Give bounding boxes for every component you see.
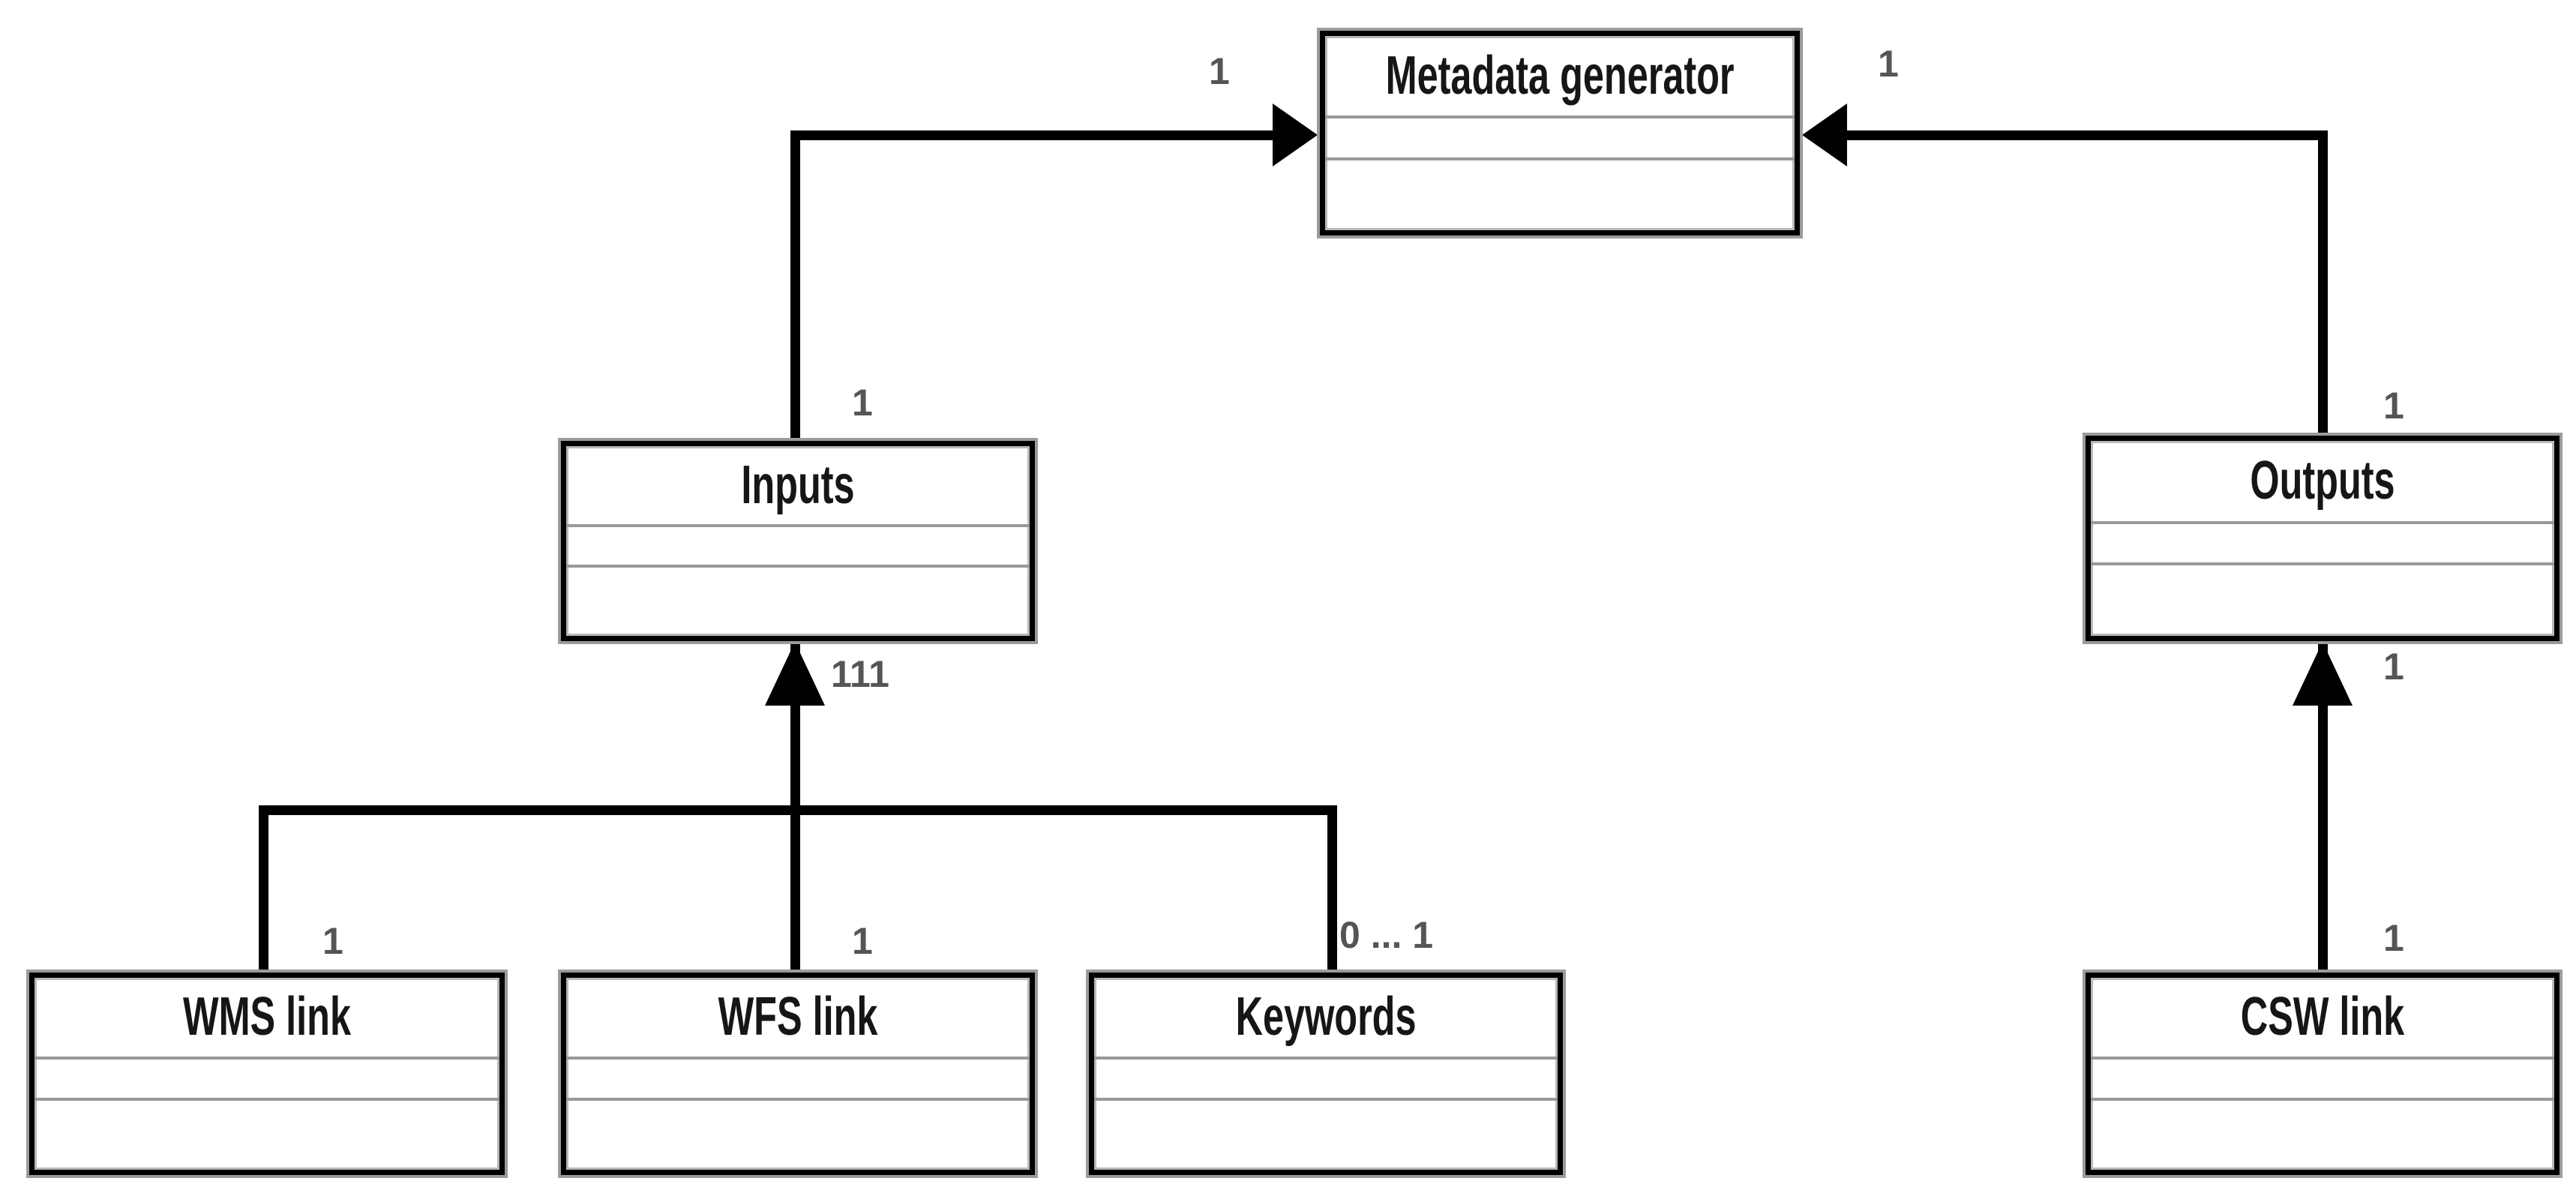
class-box-outputs: Outputs (2083, 433, 2563, 644)
operations-compartment-wms-link (34, 1101, 499, 1170)
class-box-csw-link: CSW link (2083, 970, 2563, 1178)
attributes-compartment-outputs (2091, 520, 2554, 566)
edge-inputs-to-metadata-vertical (790, 130, 800, 442)
class-title-wms-link: WMS link (183, 987, 351, 1048)
attributes-compartment-wfs-link (566, 1056, 1030, 1101)
attributes-compartment-wms-link (34, 1056, 499, 1101)
operations-compartment-csw-link (2091, 1101, 2554, 1170)
class-title-outputs: Outputs (2250, 451, 2395, 511)
multiplicity-label-near-csw-link: 1 (2383, 917, 2404, 959)
edge-csw-to-outputs-vertical (2318, 642, 2328, 973)
class-title-csw-link: CSW link (2240, 987, 2405, 1048)
multiplicity-label-near-wfs-link: 1 (852, 920, 873, 962)
multiplicity-label-children-to-inputs-near-inputs: 111 (831, 653, 889, 695)
title-compartment-outputs: Outputs (2091, 441, 2554, 521)
title-compartment-wfs-link: WFS link (566, 978, 1030, 1057)
multiplicity-label-near-wms-link: 1 (322, 920, 343, 962)
class-box-inputs: Inputs (558, 438, 1038, 644)
arrowhead-into-metadata-left-icon (1273, 103, 1318, 166)
operations-compartment-inputs (566, 568, 1030, 636)
arrowhead-into-metadata-right-icon (1802, 103, 1847, 166)
edge-inputs-to-metadata-horizontal (790, 130, 1273, 140)
title-compartment-metadata-generator: Metadata generator (1325, 36, 1795, 115)
class-title-metadata-generator: Metadata generator (1385, 46, 1735, 106)
title-compartment-csw-link: CSW link (2091, 978, 2554, 1057)
attributes-compartment-metadata-generator (1325, 115, 1795, 160)
attributes-compartment-csw-link (2091, 1056, 2554, 1101)
edge-wms-drop-vertical (259, 810, 268, 973)
edge-keywords-drop-vertical (1327, 810, 1337, 973)
class-box-metadata-generator: Metadata generator (1317, 28, 1803, 238)
attributes-compartment-inputs (566, 523, 1030, 568)
operations-compartment-keywords (1094, 1101, 1558, 1170)
class-title-inputs: Inputs (741, 454, 855, 515)
multiplicity-label-near-keywords: 0 ... 1 (1339, 914, 1434, 956)
title-compartment-wms-link: WMS link (34, 978, 499, 1057)
arrowhead-into-outputs-bottom-icon (2293, 642, 2353, 706)
arrowhead-into-inputs-bottom-icon (765, 642, 825, 706)
class-title-wfs-link: WFS link (718, 987, 878, 1048)
attributes-compartment-keywords (1094, 1056, 1558, 1101)
operations-compartment-outputs (2091, 565, 2554, 636)
edge-children-bus-horizontal (259, 805, 1337, 815)
operations-compartment-wfs-link (566, 1101, 1030, 1170)
class-title-keywords: Keywords (1235, 987, 1417, 1048)
class-box-wfs-link: WFS link (558, 970, 1038, 1178)
multiplicity-label-inputs-to-metadata-near-metadata: 1 (1209, 50, 1230, 92)
multiplicity-label-csw-to-outputs-near-outputs: 1 (2383, 646, 2404, 688)
multiplicity-label-outputs-to-metadata-near-metadata: 1 (1878, 43, 1899, 85)
class-box-wms-link: WMS link (26, 970, 508, 1178)
edge-outputs-to-metadata-horizontal (1847, 130, 2328, 140)
operations-compartment-metadata-generator (1325, 160, 1795, 230)
title-compartment-inputs: Inputs (566, 446, 1030, 524)
edge-outputs-to-metadata-vertical (2318, 130, 2328, 436)
multiplicity-label-outputs-to-metadata-near-outputs: 1 (2383, 385, 2404, 427)
class-box-keywords: Keywords (1086, 970, 1566, 1178)
multiplicity-label-inputs-to-metadata-near-inputs: 1 (852, 382, 873, 424)
title-compartment-keywords: Keywords (1094, 978, 1558, 1057)
